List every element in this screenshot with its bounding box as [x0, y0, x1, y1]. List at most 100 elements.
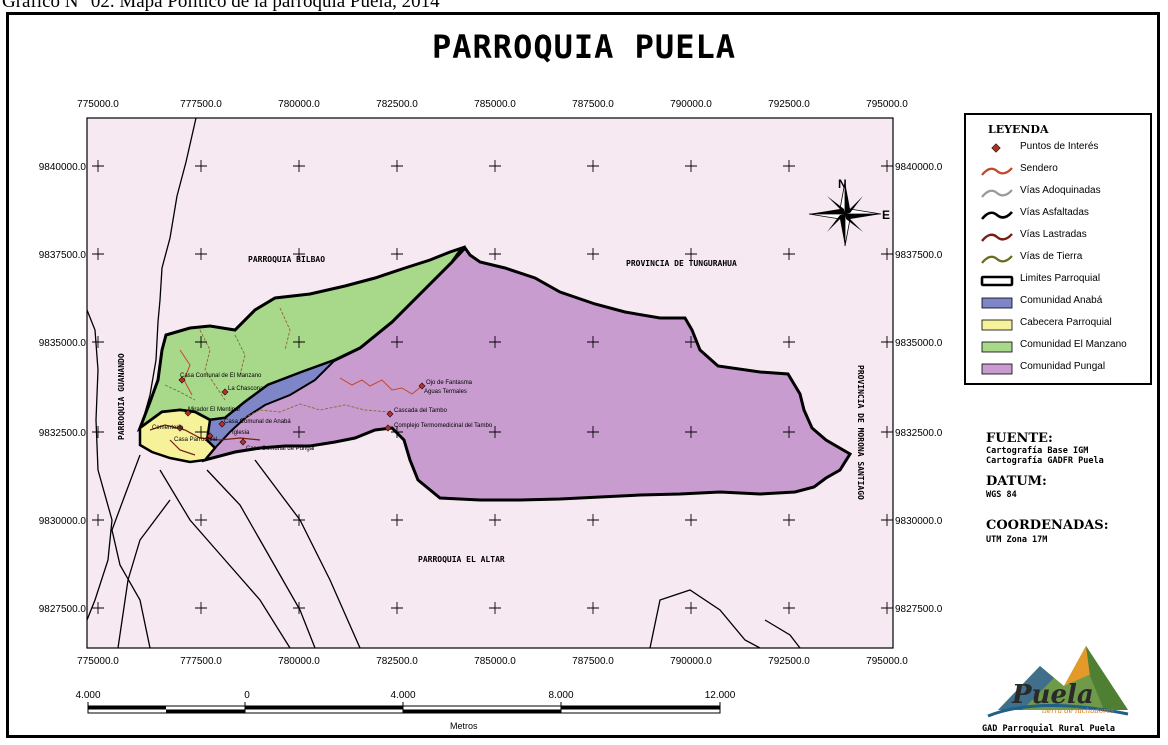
- poi-label: Cementerio: [152, 425, 184, 431]
- svg-text:795000.0: 795000.0: [866, 656, 908, 667]
- source-title: FUENTE:: [986, 431, 1053, 446]
- svg-text:792500.0: 792500.0: [768, 656, 810, 667]
- poi-label: Cascada del Tambo: [394, 408, 448, 414]
- area-anaba: [205, 359, 336, 450]
- north-arrow-icon: [808, 181, 882, 247]
- mountain-logo-icon: [987, 646, 1129, 718]
- svg-text:792500.0: 792500.0: [768, 99, 810, 110]
- svg-text:9840000.0: 9840000.0: [895, 162, 943, 173]
- gravel-road-icon: [981, 233, 1013, 242]
- label-provincia-morona-santiago: PROVINCIA DE MORONA SANTIAGO: [856, 365, 865, 500]
- label-parroquia-el-altar: PARROQUIA EL ALTAR: [418, 555, 505, 564]
- map-title: PARROQUIA PUELA: [432, 28, 736, 66]
- gravel-roads: [149, 424, 261, 456]
- grid-crosses: [92, 160, 893, 614]
- y-axis-right: 9840000.0 9837500.0 9835000.0 9832500.0 …: [895, 162, 943, 615]
- poi-label: Casa Comunal de El Manzano: [180, 373, 262, 379]
- legend: LEYENDA Puntos de Interés Sendero Vías A…: [964, 113, 1152, 385]
- puela-logo: Puela tierra de luchadores: [978, 626, 1148, 732]
- compass-east-label: E: [882, 208, 890, 222]
- legend-item-anaba: Comunidad Anabá: [966, 293, 1152, 315]
- svg-text:790000.0: 790000.0: [670, 656, 712, 667]
- legend-item-pungal: Comunidad Pungal: [966, 359, 1152, 381]
- el-manzano-fill-icon: [981, 341, 1013, 353]
- svg-text:777500.0: 777500.0: [180, 656, 222, 667]
- poi-label: Casa Comunal de Anabá: [224, 419, 291, 425]
- trail-line-icon: [981, 167, 1013, 176]
- svg-text:785000.0: 785000.0: [474, 99, 516, 110]
- legend-item-tierra: Vías de Tierra: [966, 249, 1152, 271]
- poi-label: Complejo Termomedicinal del Tambo: [394, 423, 493, 429]
- poi-label: Iglesia: [232, 430, 250, 436]
- legend-item-asfaltadas: Vías Asfaltadas: [966, 205, 1152, 227]
- dirt-road-icon: [981, 255, 1013, 264]
- svg-text:9837500.0: 9837500.0: [895, 250, 943, 261]
- y-axis-left: 9840000.0 9837500.0 9835000.0 9832500.0 …: [39, 162, 87, 615]
- svg-text:9835000.0: 9835000.0: [39, 338, 87, 349]
- svg-text:9827500.0: 9827500.0: [895, 604, 943, 615]
- legend-title: LEYENDA: [988, 123, 1049, 136]
- svg-text:9830000.0: 9830000.0: [39, 516, 87, 527]
- source-text: Cartografía Base IGM Cartografía GADFR P…: [986, 446, 1104, 466]
- svg-text:795000.0: 795000.0: [866, 99, 908, 110]
- coords-title: COORDENADAS:: [986, 518, 1109, 533]
- scale-label: 12.000: [704, 690, 736, 701]
- area-cabecera: [138, 408, 217, 464]
- legend-item-adoquinadas: Vías Adoquinadas: [966, 183, 1152, 205]
- label-parroquia-bilbao: PARROQUIA BILBAO: [248, 255, 325, 264]
- boundary-icon: [980, 275, 1014, 287]
- svg-text:777500.0: 777500.0: [180, 99, 222, 110]
- datum-text: WGS 84: [986, 490, 1017, 500]
- neighbor-boundaries: [87, 118, 801, 648]
- svg-text:787500.0: 787500.0: [572, 99, 614, 110]
- legend-item-sendero: Sendero: [966, 161, 1152, 183]
- pungal-fill-icon: [981, 363, 1013, 375]
- scale-label: 4.000: [390, 690, 416, 701]
- svg-text:9837500.0: 9837500.0: [39, 250, 87, 261]
- poi-label: Ojo de Fantasma: [426, 380, 473, 386]
- x-axis-top: 775000.0 777500.0 780000.0 782500.0 7850…: [77, 99, 908, 110]
- anaba-fill-icon: [981, 297, 1013, 309]
- svg-text:782500.0: 782500.0: [376, 656, 418, 667]
- logo-tagline: tierra de luchadores: [1042, 707, 1115, 715]
- poi-label: La Chascona: [228, 386, 264, 392]
- figure-caption: Gráfico N° 02. Mapa Político de la parro…: [2, 0, 440, 12]
- cabecera-fill-icon: [981, 319, 1013, 331]
- legend-item-cabecera: Cabecera Parroquial: [966, 315, 1152, 337]
- svg-text:9830000.0: 9830000.0: [895, 516, 943, 527]
- scale-label: 0: [244, 690, 250, 701]
- svg-text:9827500.0: 9827500.0: [39, 604, 87, 615]
- trails: [179, 349, 423, 396]
- svg-text:780000.0: 780000.0: [278, 99, 320, 110]
- label-parroquia-guanando: PARROQUIA GUANANDO: [117, 353, 126, 440]
- scale-bar: [87, 702, 721, 714]
- map-area: Casa Comunal de El Manzano La Chascona M…: [87, 118, 893, 648]
- poi-markers: [176, 376, 426, 446]
- svg-text:782500.0: 782500.0: [376, 99, 418, 110]
- legend-item-lastradas: Vías Lastradas: [966, 227, 1152, 249]
- asphalt-road-icon: [980, 211, 1013, 220]
- poi-label: Casa Comunal de Pungal: [246, 446, 314, 452]
- logo-name: Puela: [1012, 680, 1094, 710]
- svg-text:775000.0: 775000.0: [77, 656, 119, 667]
- svg-text:9840000.0: 9840000.0: [39, 162, 87, 173]
- svg-text:9832500.0: 9832500.0: [39, 428, 87, 439]
- coords-text: UTM Zona 17M: [986, 535, 1048, 545]
- label-provincia-tungurahua: PROVINCIA DE TUNGURAHUA: [626, 259, 737, 268]
- dirt-roads: [164, 307, 391, 421]
- poi-label: Aguas Termales: [424, 389, 467, 395]
- legend-item-limites: Limites Parroquial: [966, 271, 1152, 293]
- x-axis-bottom: 775000.0 777500.0 780000.0 782500.0 7850…: [77, 656, 908, 667]
- map-border: [86, 117, 894, 649]
- scale-label: 4.000: [75, 690, 101, 701]
- logo-footer: GAD Parroquial Rural Puela: [982, 724, 1116, 734]
- cobbled-road-icon: [981, 189, 1013, 198]
- poi-label: Mirador El Mentinar: [188, 407, 240, 413]
- svg-text:9835000.0: 9835000.0: [895, 338, 943, 349]
- scale-label: 8.000: [548, 690, 574, 701]
- datum-title: DATUM:: [986, 474, 1047, 489]
- svg-text:785000.0: 785000.0: [474, 656, 516, 667]
- scale-unit: Metros: [450, 721, 478, 731]
- svg-text:775000.0: 775000.0: [77, 99, 119, 110]
